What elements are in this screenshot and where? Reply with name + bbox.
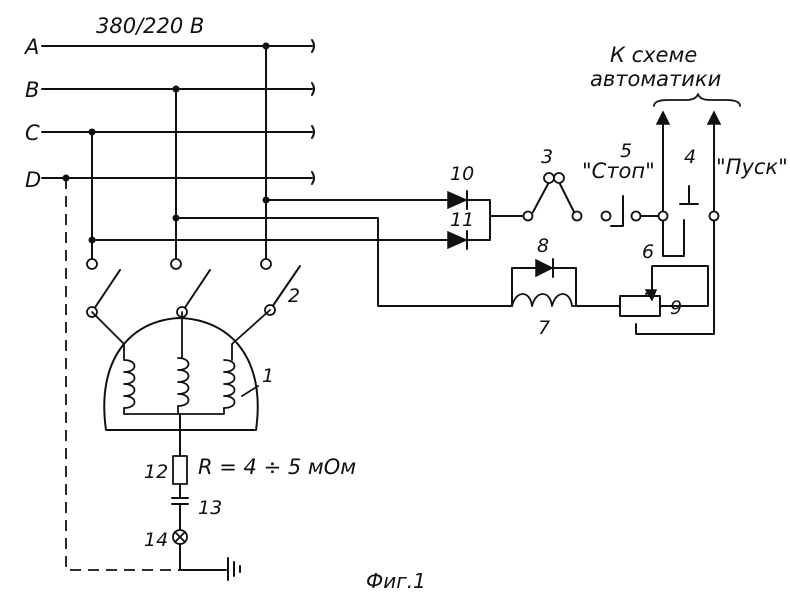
component-13: 13	[198, 497, 222, 519]
control-feeders	[91, 199, 513, 307]
component-1: 1	[262, 365, 274, 387]
potentiometer-9	[619, 265, 709, 317]
component-7: 7	[538, 317, 550, 339]
grounding-circuit	[65, 178, 241, 581]
component-12: 12	[144, 461, 168, 483]
diode-11	[447, 230, 468, 250]
automation-label-1: К схеме	[610, 43, 697, 67]
bus-d-label: D	[25, 168, 41, 192]
component-5: 5	[620, 140, 632, 162]
automation-label-2: автоматики	[590, 67, 721, 91]
bus-c-label: C	[25, 121, 40, 145]
supply-buses	[41, 39, 315, 185]
component-6: 6	[642, 241, 654, 263]
diode-8	[535, 258, 554, 278]
component-3: 3	[541, 146, 553, 168]
automation-bracket	[653, 93, 741, 107]
start-button-4	[635, 110, 722, 335]
motor-1	[91, 309, 271, 431]
bus-b-label: B	[25, 78, 39, 102]
stop-button-5	[600, 195, 659, 227]
resistance-label: R = 4 ÷ 5 мОм	[198, 455, 356, 479]
bus-d	[41, 171, 315, 185]
bus-c	[41, 125, 315, 139]
ground-icon	[227, 557, 241, 581]
component-9: 9	[670, 297, 682, 319]
component-11: 11	[450, 209, 474, 231]
bus-a	[41, 39, 315, 53]
voltage-label: 380/220 В	[96, 14, 204, 38]
resistor-12	[172, 455, 188, 485]
coil-7	[511, 258, 621, 307]
component-2: 2	[288, 285, 300, 307]
switch-2	[86, 258, 301, 318]
diodes-10-11	[447, 190, 525, 250]
diode-10	[447, 190, 468, 210]
component-8: 8	[537, 235, 549, 257]
stop-label: "Стоп"	[582, 159, 655, 183]
start-label: "Пуск"	[716, 155, 788, 179]
component-10: 10	[450, 163, 474, 185]
component-4: 4	[684, 146, 696, 168]
component-14: 14	[144, 529, 168, 551]
bus-drops	[62, 42, 270, 263]
relay-contact-3	[522, 172, 583, 222]
figure-caption: Фиг.1	[366, 569, 426, 593]
bus-a-label: A	[23, 35, 39, 59]
